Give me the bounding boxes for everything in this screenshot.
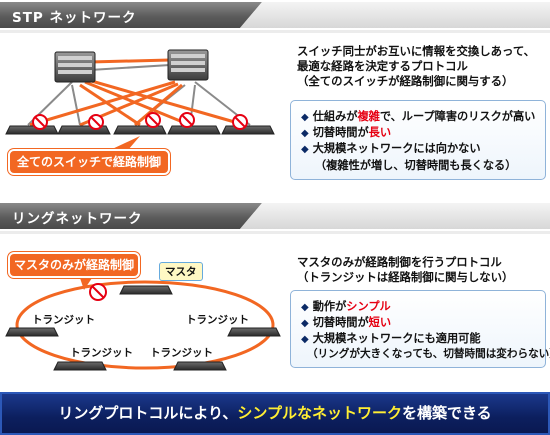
ring-section-header: リングネットワーク <box>0 203 550 229</box>
network-switch-icon <box>173 361 227 371</box>
ring-point-2: ◆切替時間が短い <box>301 316 392 329</box>
ring-master-switch <box>119 285 173 295</box>
stp-core-switch-left <box>54 51 96 83</box>
transit-label: トランジット <box>150 347 213 359</box>
network-switch-icon <box>5 327 59 337</box>
ring-points-box: ◆動作がシンプル ◆切替時間が短い ◆大規模ネットワークにも適用可能 （リングが… <box>290 290 550 368</box>
network-switch-icon <box>53 361 107 371</box>
divider <box>0 30 550 33</box>
stp-desc-line: スイッチ同士がお互いに情報を交換しあって、 <box>297 44 536 58</box>
banner-text: を構築できる <box>401 404 492 422</box>
transit-label: トランジット <box>70 347 133 359</box>
ring-section-title: リングネットワーク <box>12 211 143 227</box>
transit-label: トランジット <box>186 314 249 326</box>
stp-edge-switches <box>5 125 275 135</box>
banner-text: リングプロトコルにより、 <box>58 404 238 422</box>
no-entry-icon <box>88 114 104 130</box>
stp-point-1: ◆仕組みが複雑で、ループ障害のリスクが高い <box>301 110 536 123</box>
network-switch-icon <box>167 125 221 135</box>
network-switch-icon <box>227 327 281 337</box>
no-entry-icon <box>179 112 195 128</box>
stp-note: （複雑性が増し、切替時間も長くなる） <box>315 159 517 172</box>
ring-description: マスタのみが経路制御を行うプロトコル （トランジットは経路制御に関与しない） <box>297 255 513 285</box>
ring-switches <box>5 285 281 371</box>
stp-section-header: STP ネットワーク <box>0 2 550 28</box>
network-switch-icon <box>57 125 111 135</box>
divider <box>0 231 550 234</box>
stp-callout: 全てのスイッチで経路制御 <box>8 149 170 175</box>
diamond-bullet-icon: ◆ <box>301 112 309 123</box>
stp-desc-line: （全てのスイッチが経路制御に関与する） <box>297 74 514 88</box>
ring-desc-line: （トランジットは経路制御に関与しない） <box>297 270 514 284</box>
ring-point-1: ◆動作がシンプル <box>301 300 391 313</box>
ring-note: （リングが大きくなっても、切替時間は変わらない） <box>307 348 550 360</box>
diamond-bullet-icon: ◆ <box>301 302 309 313</box>
diamond-bullet-icon: ◆ <box>301 128 309 139</box>
master-tag: マスタ <box>159 262 203 281</box>
ring-desc-line: マスタのみが経路制御を行うプロトコル <box>297 255 502 269</box>
stp-desc-line: 最適な経路を決定するプロトコル <box>297 59 468 73</box>
stp-block-icons <box>32 112 248 130</box>
stp-description: スイッチ同士がお互いに情報を交換しあって、 最適な経路を決定するプロトコル （全… <box>297 44 535 89</box>
ring-callout: マスタのみが経路制御 <box>8 252 140 278</box>
diamond-bullet-icon: ◆ <box>301 144 309 155</box>
stp-point-3: ◆大規模ネットワークには向かない <box>301 142 481 155</box>
diamond-bullet-icon: ◆ <box>301 318 309 329</box>
ring-link <box>15 280 275 370</box>
transit-label: トランジット <box>32 314 95 326</box>
stp-points-box: ◆仕組みが複雑で、ループ障害のリスクが高い ◆切替時間が長い ◆大規模ネットワー… <box>290 100 546 180</box>
summary-banner: リングプロトコルにより、シンプルなネットワークを構築できる <box>0 392 550 435</box>
stp-section-title: STP ネットワーク <box>12 10 137 26</box>
stp-core-switch-right <box>167 49 209 81</box>
no-entry-icon <box>232 114 248 130</box>
ring-point-3: ◆大規模ネットワークにも適用可能 <box>301 332 481 345</box>
banner-highlight: シンプルなネットワーク <box>237 404 402 422</box>
network-switch-icon <box>221 125 275 135</box>
stp-callout-pointer <box>110 136 140 150</box>
network-switch-icon <box>113 125 167 135</box>
no-entry-icon <box>32 114 48 130</box>
no-entry-icon <box>89 283 107 301</box>
diamond-bullet-icon: ◆ <box>301 334 309 345</box>
network-switch-icon <box>5 125 59 135</box>
stp-point-2: ◆切替時間が長い <box>301 126 392 139</box>
no-entry-icon <box>145 112 161 128</box>
